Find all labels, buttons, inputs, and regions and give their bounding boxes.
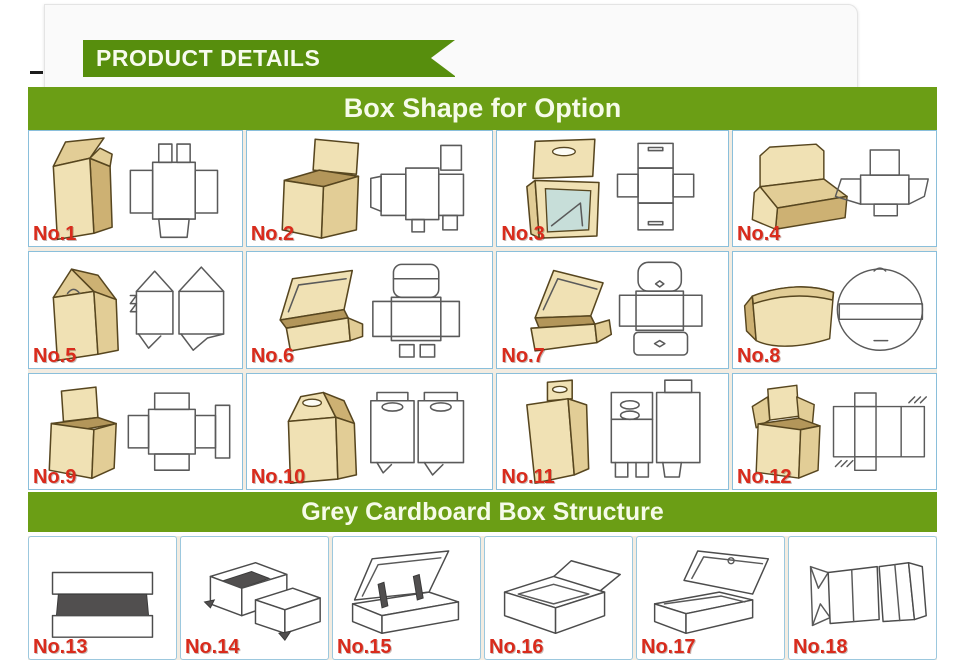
pillow-box-illustration bbox=[743, 267, 924, 352]
box-cell-no11: No.11 bbox=[496, 372, 730, 490]
box-cell-no7: No.7 bbox=[496, 251, 730, 369]
box-cell-no4: No.4 bbox=[732, 130, 937, 248]
box-number-label: No.8 bbox=[737, 344, 781, 367]
box-cell-no12: No.12 bbox=[732, 372, 937, 490]
product-details-ribbon: PRODUCT DETAILS bbox=[83, 40, 455, 77]
box-number-label: No.15 bbox=[337, 636, 392, 658]
box-number-label: No.3 bbox=[501, 223, 545, 246]
box-cell-no6: No.6 bbox=[245, 251, 494, 369]
box-cell-no1: No.1 bbox=[28, 130, 243, 248]
box-number-label: No.12 bbox=[737, 466, 792, 488]
box-number-label: No.11 bbox=[501, 466, 555, 488]
box-number-label: No.4 bbox=[737, 223, 781, 246]
decorative-dash bbox=[30, 71, 43, 74]
box-cell-no9: No.9 bbox=[28, 372, 243, 490]
collapsible-box-illustration bbox=[809, 561, 927, 627]
box-number-label: No.2 bbox=[250, 223, 295, 246]
cube-box-illustration bbox=[281, 138, 465, 239]
section-header-box-shape: Box Shape for Option bbox=[28, 87, 937, 130]
box-number-label: No.6 bbox=[250, 344, 295, 367]
box-shape-grid: No.1 No.2 bbox=[28, 130, 937, 490]
gable-handle-box-illustration bbox=[287, 391, 465, 484]
box-number-label: No.14 bbox=[185, 636, 240, 658]
box-number-label: No.18 bbox=[793, 636, 848, 658]
structure-cell-no13: No.13 bbox=[28, 536, 177, 660]
magnetic-flip-lid-box-illustration bbox=[653, 550, 770, 635]
telescope-lid-box-illustration bbox=[51, 571, 154, 638]
hinged-lid-box-illustration bbox=[351, 550, 460, 635]
box-cell-no8: No.8 bbox=[732, 251, 937, 369]
open-cube-wing-flaps-illustration bbox=[751, 384, 928, 479]
drawer-box-illustration bbox=[203, 561, 321, 641]
box-cell-no10: No.10 bbox=[245, 372, 494, 490]
box-cell-no2: No.2 bbox=[245, 130, 494, 248]
mailer-box-illustration bbox=[530, 261, 704, 357]
hang-tab-window-box-illustration bbox=[526, 138, 695, 239]
mailer-box-illustration bbox=[279, 263, 460, 359]
section-header-grey-cardboard: Grey Cardboard Box Structure bbox=[28, 492, 937, 532]
ribbon-notch-icon bbox=[431, 40, 455, 76]
box-number-label: No.7 bbox=[501, 344, 545, 367]
box-number-label: No.16 bbox=[489, 636, 544, 658]
structure-cell-no14: No.14 bbox=[180, 536, 329, 660]
box-cell-no5: No.5 bbox=[28, 251, 243, 369]
structure-cell-no16: No.16 bbox=[484, 536, 633, 660]
open-tray-illustration bbox=[48, 385, 231, 479]
box-number-label: No.17 bbox=[641, 636, 696, 658]
structure-cell-no18: No.18 bbox=[788, 536, 937, 660]
box-shape-title: Box Shape for Option bbox=[343, 93, 622, 123]
display-tray-illustration bbox=[751, 143, 929, 230]
grey-cardboard-title: Grey Cardboard Box Structure bbox=[301, 497, 664, 526]
product-details-title: PRODUCT DETAILS bbox=[96, 45, 321, 71]
hang-tab-box-illustration bbox=[526, 379, 702, 484]
gable-top-box-illustration bbox=[52, 266, 225, 362]
box-number-label: No.5 bbox=[33, 344, 77, 367]
box-cell-no3: No.3 bbox=[496, 130, 730, 248]
box-number-label: No.1 bbox=[33, 223, 77, 246]
box-number-label: No.10 bbox=[250, 466, 306, 488]
tall-tuck-box-illustration bbox=[52, 137, 219, 241]
structure-cell-no15: No.15 bbox=[332, 536, 481, 660]
box-number-label: No.13 bbox=[33, 636, 88, 658]
grey-cardboard-grid: No.13 No.14 bbox=[28, 536, 937, 660]
tray-and-lid-illustration bbox=[503, 560, 621, 635]
structure-cell-no17: No.17 bbox=[636, 536, 785, 660]
box-number-label: No.9 bbox=[33, 466, 77, 488]
